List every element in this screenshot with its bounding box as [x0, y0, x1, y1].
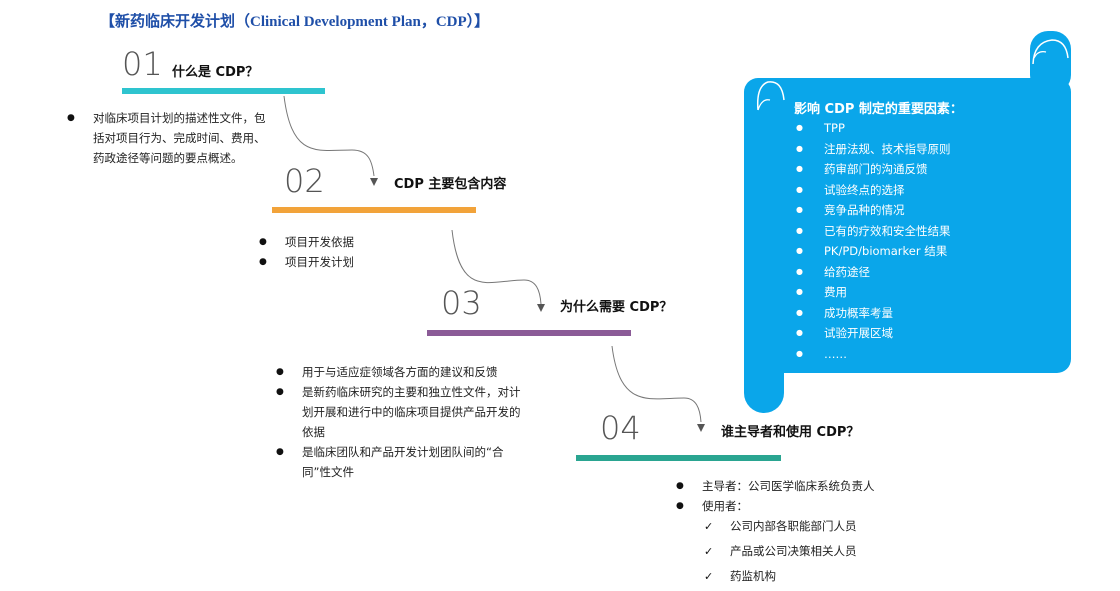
section-04-number: 04: [600, 409, 641, 447]
section-04-bar: [576, 455, 781, 461]
factor-item: TPP: [796, 118, 951, 139]
factor-item: 费用: [796, 282, 951, 303]
section-03-item: 是新药临床研究的主要和独立性文件，对计划开展和进行中的临床项目提供产品开发的依据: [276, 382, 526, 442]
factor-item: 竞争品种的情况: [796, 200, 951, 221]
factor-item: 已有的疗效和安全性结果: [796, 221, 951, 242]
factors-list: TPP 注册法规、技术指导原则 药审部门的沟通反馈 试验终点的选择 竞争品种的情…: [796, 118, 951, 364]
section-04-subitem: 药监机构: [704, 564, 924, 589]
section-01-heading: 什么是 CDP？: [172, 65, 259, 80]
section-03-number: 03: [441, 284, 482, 322]
section-03-item: 用于与适应症领域各方面的建议和反馈: [276, 362, 526, 382]
factor-item: 成功概率考量: [796, 303, 951, 324]
section-03-list: 用于与适应症领域各方面的建议和反馈 是新药临床研究的主要和独立性文件，对计划开展…: [276, 362, 526, 482]
page-title: 【新药临床开发计划（Clinical Development Plan，CDP）…: [100, 14, 490, 30]
section-02-heading: CDP 主要包含内容: [394, 177, 507, 192]
arrow-01-02: [283, 95, 375, 177]
section-04-item: 使用者：: [676, 496, 936, 516]
section-04-list: 主导者：公司医学临床系统负责人 使用者：: [676, 476, 936, 516]
factors-title: 影响 CDP 制定的重要因素：: [794, 102, 963, 117]
section-04-subitem: 产品或公司决策相关人员: [704, 539, 924, 564]
arrowhead-04: [697, 424, 705, 432]
factor-item: 给药途径: [796, 262, 951, 283]
section-01-item: 对临床项目计划的描述性文件，包括对项目行为、完成时间、费用、药政途径等问题的要点…: [67, 108, 267, 168]
section-03-item: 是临床团队和产品开发计划团队间的“合同”性文件: [276, 442, 526, 482]
section-04-item: 主导者：公司医学临床系统负责人: [676, 476, 936, 496]
section-02-bar: [272, 207, 476, 213]
section-03-heading: 为什么需要 CDP？: [560, 300, 673, 315]
section-04-heading: 谁主导者和使用 CDP？: [721, 425, 860, 440]
section-01-bar: [122, 88, 325, 94]
section-01-number: 01: [122, 45, 163, 83]
arrowhead-02: [370, 178, 378, 186]
section-04-sublist: 公司内部各职能部门人员 产品或公司决策相关人员 药监机构: [704, 514, 924, 589]
section-04-subitem: 公司内部各职能部门人员: [704, 514, 924, 539]
arrow-02-03: [451, 229, 542, 305]
factor-item: 药审部门的沟通反馈: [796, 159, 951, 180]
arrowhead-03: [537, 304, 545, 312]
section-01-list: 对临床项目计划的描述性文件，包括对项目行为、完成时间、费用、药政途径等问题的要点…: [67, 108, 267, 168]
section-02-item: 项目开发依据: [259, 232, 459, 252]
section-02-number: 02: [284, 162, 325, 200]
arrow-03-04: [611, 345, 702, 423]
section-02-item: 项目开发计划: [259, 252, 459, 272]
section-02-list: 项目开发依据 项目开发计划: [259, 232, 459, 272]
factor-item: PK/PD/biomarker 结果: [796, 241, 951, 262]
factor-item: 试验终点的选择: [796, 180, 951, 201]
section-03-bar: [427, 330, 631, 336]
factor-item: 试验开展区域: [796, 323, 951, 344]
factor-item: ……: [796, 344, 951, 365]
factor-item: 注册法规、技术指导原则: [796, 139, 951, 160]
